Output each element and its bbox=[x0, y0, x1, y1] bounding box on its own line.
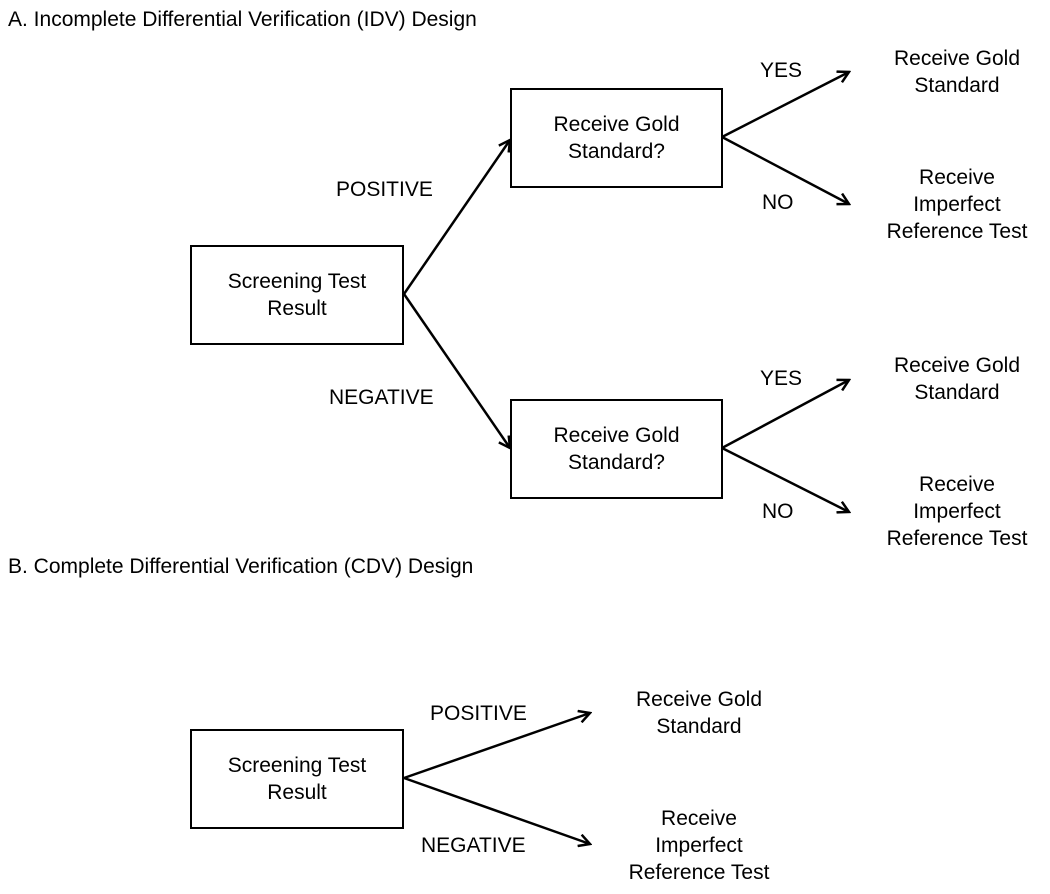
a-positive-arrow bbox=[402, 140, 510, 295]
b-negative-arrow bbox=[403, 776, 590, 844]
b-negative-outcome-line-2: Imperfect bbox=[655, 834, 743, 857]
a-decision-top-line-2: Standard? bbox=[568, 140, 665, 163]
b-positive-outcome-line-1: Receive Gold bbox=[635, 688, 763, 711]
a-top-yes-outcome-line-2: Standard bbox=[914, 74, 1000, 97]
b-positive-outcome: Receive Gold Standard bbox=[636, 686, 762, 740]
a-bottom-yes-arrow bbox=[721, 380, 849, 450]
a-decision-bottom-line-2: Standard? bbox=[568, 451, 665, 474]
a-top-no-label: NO bbox=[762, 191, 794, 214]
a-top-no-outcome-line-1: Receive bbox=[919, 166, 995, 189]
a-bottom-no-outcome: Receive Imperfect Reference Test bbox=[887, 471, 1028, 552]
b-screening-line-2: Result bbox=[267, 781, 327, 804]
section-b-heading: B. Complete Differential Verification (C… bbox=[8, 555, 474, 578]
a-bottom-yes-label: YES bbox=[760, 367, 803, 390]
a-decision-bottom-box: Receive Gold Standard? bbox=[510, 399, 723, 499]
a-screening-line-1: Screening Test bbox=[227, 270, 367, 293]
b-negative-outcome-line-1: Receive bbox=[661, 807, 737, 830]
a-top-yes-outcome-line-1: Receive Gold bbox=[893, 47, 1021, 70]
a-bottom-yes-outcome-line-2: Standard bbox=[914, 381, 1000, 404]
b-positive-arrow bbox=[403, 713, 590, 780]
b-positive-outcome-line-2: Standard bbox=[656, 715, 742, 738]
a-top-no-outcome: Receive Imperfect Reference Test bbox=[887, 164, 1028, 245]
a-screening-line-2: Result bbox=[267, 297, 327, 320]
a-decision-top-line-1: Receive Gold bbox=[553, 113, 680, 136]
a-bottom-no-outcome-line-1: Receive bbox=[919, 473, 995, 496]
a-bottom-no-label: NO bbox=[762, 500, 794, 523]
a-top-yes-outcome: Receive Gold Standard bbox=[894, 45, 1020, 99]
a-bottom-yes-outcome: Receive Gold Standard bbox=[894, 352, 1020, 406]
a-negative-arrow bbox=[402, 293, 510, 448]
b-negative-outcome: Receive Imperfect Reference Test bbox=[629, 805, 770, 886]
a-top-yes-label: YES bbox=[760, 59, 803, 82]
a-screening-box: Screening Test Result bbox=[190, 245, 404, 345]
section-a-heading: A. Incomplete Differential Verification … bbox=[8, 8, 477, 31]
a-decision-top-box: Receive Gold Standard? bbox=[510, 88, 723, 188]
a-bottom-yes-outcome-line-1: Receive Gold bbox=[893, 354, 1021, 377]
a-top-no-arrow bbox=[721, 135, 849, 204]
a-decision-bottom-line-1: Receive Gold bbox=[553, 424, 680, 447]
a-positive-label: POSITIVE bbox=[336, 178, 433, 201]
a-bottom-no-outcome-line-3: Reference Test bbox=[886, 527, 1028, 550]
a-top-no-outcome-line-3: Reference Test bbox=[886, 220, 1028, 243]
a-bottom-no-outcome-line-2: Imperfect bbox=[913, 500, 1001, 523]
b-screening-line-1: Screening Test bbox=[227, 754, 367, 777]
a-bottom-no-arrow bbox=[721, 446, 849, 512]
b-positive-label: POSITIVE bbox=[430, 702, 527, 725]
a-negative-label: NEGATIVE bbox=[329, 386, 434, 409]
b-screening-box: Screening Test Result bbox=[190, 729, 404, 829]
b-negative-label: NEGATIVE bbox=[421, 834, 526, 857]
a-top-yes-arrow bbox=[721, 72, 849, 139]
a-top-no-outcome-line-2: Imperfect bbox=[913, 193, 1001, 216]
b-negative-outcome-line-3: Reference Test bbox=[628, 861, 770, 884]
